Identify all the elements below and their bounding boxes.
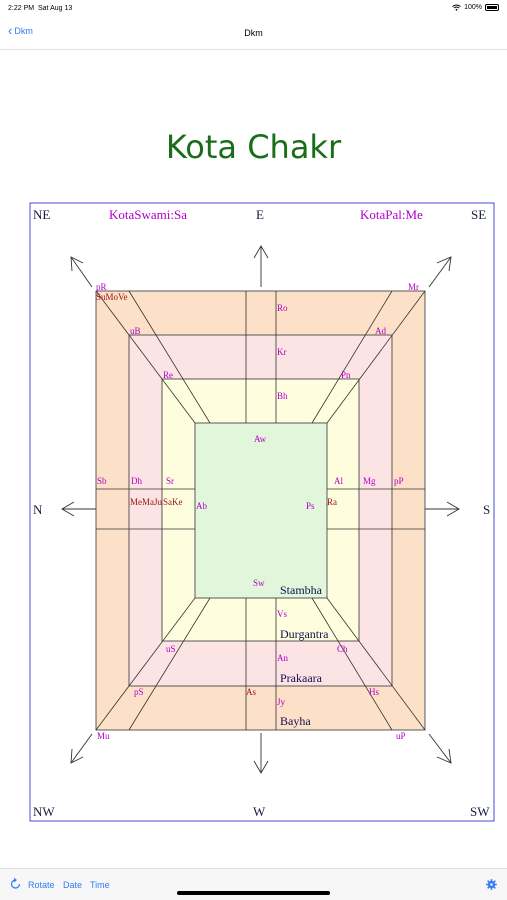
zone-stambha <box>194 422 328 599</box>
nakshatra-label: Ab <box>196 501 207 511</box>
nakshatra-label: Ps <box>306 501 315 511</box>
nakshatra-label: Hs <box>369 687 379 697</box>
direction-arrows <box>61 245 460 774</box>
direction-s: S <box>483 502 490 517</box>
direction-nw: NW <box>33 804 55 819</box>
page-title: Kota Chakr <box>165 128 342 166</box>
battery-percent: 100% <box>464 4 482 11</box>
direction-n: N <box>33 502 43 517</box>
rotate-icon[interactable] <box>10 878 21 890</box>
bottom-toolbar: Rotate Date Time <box>0 868 507 900</box>
back-button[interactable]: ‹ Dkm <box>8 23 33 38</box>
nakshatra-label: Pn <box>341 370 351 380</box>
zone-label-prakaara: Prakaara <box>280 671 323 685</box>
nakshatra-label: Re <box>163 370 173 380</box>
settings-gear-icon[interactable] <box>486 879 497 890</box>
zone-label-bayha: Bayha <box>280 714 311 728</box>
date-button[interactable]: Date <box>63 880 83 890</box>
back-button-label: Dkm <box>14 26 33 36</box>
zone-label-durgantra: Durgantra <box>280 627 329 641</box>
nakshatra-label: Vs <box>277 609 287 619</box>
direction-se: SE <box>471 207 486 222</box>
nakshatra-label: uB <box>130 326 141 336</box>
rotate-button[interactable]: Rotate <box>28 880 55 890</box>
nakshatra-label: pP <box>394 476 404 486</box>
nakshatra-label: uS <box>166 644 176 654</box>
direction-w: W <box>253 804 266 819</box>
nakshatra-label: Jy <box>277 697 286 707</box>
planet-label: MeMaJu <box>130 497 162 507</box>
nakshatra-label: Sw <box>253 578 265 588</box>
division-lines <box>95 290 426 731</box>
planet-label: SaKe <box>163 497 183 507</box>
status-indicators: 100% <box>452 4 499 11</box>
chakra-frame <box>29 202 495 822</box>
status-bar: 2:22 PM Sat Aug 13 100% <box>0 0 507 18</box>
nakshatra-label: Ch <box>337 644 348 654</box>
nakshatra-label: An <box>277 653 288 663</box>
navigation-bar: ‹ Dkm Dkm <box>0 18 507 50</box>
status-date: Sat Aug 13 <box>38 5 73 12</box>
nakshatra-label: Sb <box>97 476 107 486</box>
battery-icon <box>485 4 499 11</box>
nakshatra-label: Ad <box>375 326 386 336</box>
time-button[interactable]: Time <box>90 880 110 890</box>
nakshatra-label: Mu <box>97 731 110 741</box>
zone-label-stambha: Stambha <box>280 583 323 597</box>
chevron-left-icon: ‹ <box>8 23 13 38</box>
nakshatra-label: Dh <box>131 476 142 486</box>
wifi-icon <box>452 4 461 11</box>
home-indicator <box>177 891 330 895</box>
direction-sw: SW <box>470 804 490 819</box>
nakshatra-label: Al <box>334 476 343 486</box>
nakshatra-label: Ro <box>277 303 288 313</box>
nakshatra-label: uP <box>396 731 406 741</box>
kota-pal: KotaPal:Me <box>360 207 423 222</box>
direction-e: E <box>256 207 264 222</box>
nakshatra-label: Aw <box>254 434 267 444</box>
nakshatra-label: As <box>246 687 256 697</box>
nakshatra-label: Mr <box>408 282 419 292</box>
nakshatra-label: Mg <box>363 476 376 486</box>
nav-title: Dkm <box>244 28 263 38</box>
nakshatra-label: Kr <box>277 347 287 357</box>
planet-label: SuMoVe <box>96 292 128 302</box>
nakshatra-label: Bh <box>277 391 288 401</box>
planet-label: Ra <box>327 497 337 507</box>
nakshatra-label: pS <box>134 687 144 697</box>
direction-ne: NE <box>33 207 50 222</box>
nakshatra-label: Sr <box>166 476 174 486</box>
nakshatra-label: pR <box>96 282 107 292</box>
status-time: 2:22 PM <box>8 5 35 12</box>
kota-swami: KotaSwami:Sa <box>109 207 187 222</box>
